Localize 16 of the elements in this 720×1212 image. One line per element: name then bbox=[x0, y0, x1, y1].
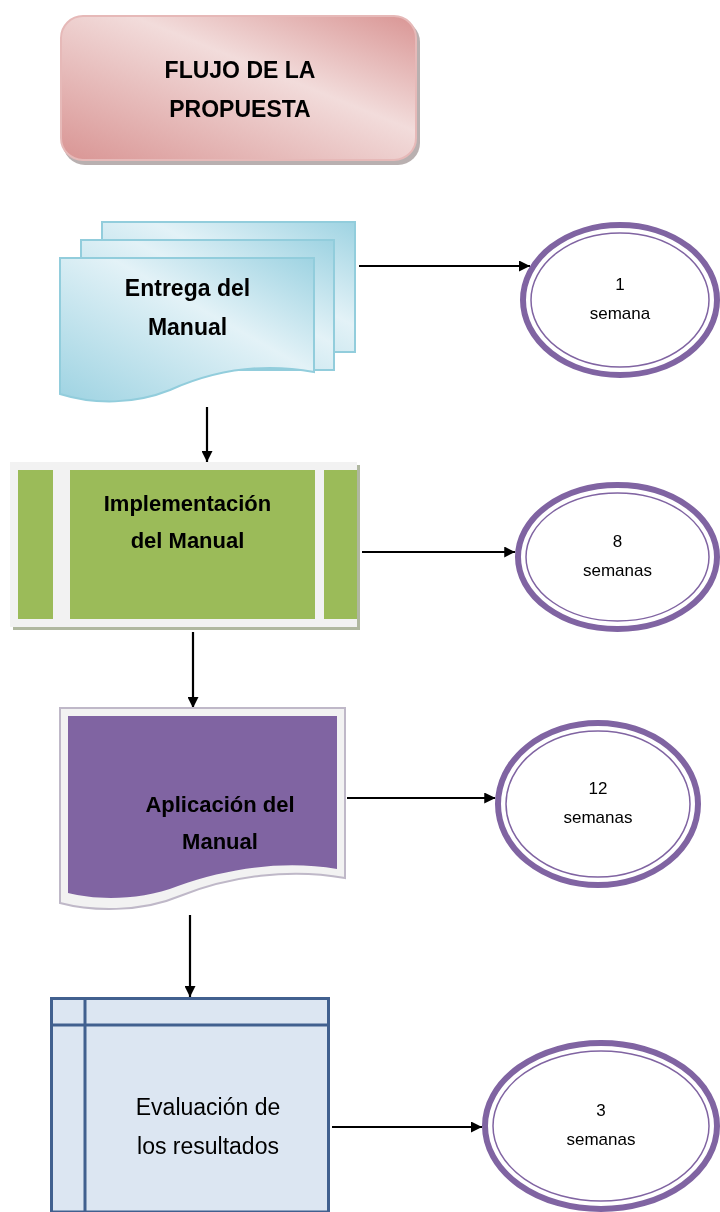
arrow bbox=[187, 632, 199, 708]
node-label: Entrega del Manual bbox=[123, 273, 252, 342]
node-label: 12 semanas bbox=[563, 778, 633, 829]
arrow bbox=[362, 546, 516, 558]
node-label: 8 semanas bbox=[583, 531, 652, 582]
node-label: Implementación del Manual bbox=[102, 489, 273, 555]
arrow bbox=[347, 792, 496, 804]
node-label: 1 semana bbox=[589, 274, 651, 325]
node-label: 3 semanas bbox=[566, 1100, 636, 1151]
arrow bbox=[332, 1121, 482, 1133]
arrow bbox=[359, 260, 530, 272]
arrow bbox=[184, 915, 196, 997]
node-label: FLUJO DE LA PROPUESTA bbox=[163, 55, 317, 124]
node-label: Evaluación de los resultados bbox=[134, 1092, 282, 1161]
node-label: Aplicación del Manual bbox=[144, 790, 296, 856]
arrow bbox=[201, 407, 213, 462]
